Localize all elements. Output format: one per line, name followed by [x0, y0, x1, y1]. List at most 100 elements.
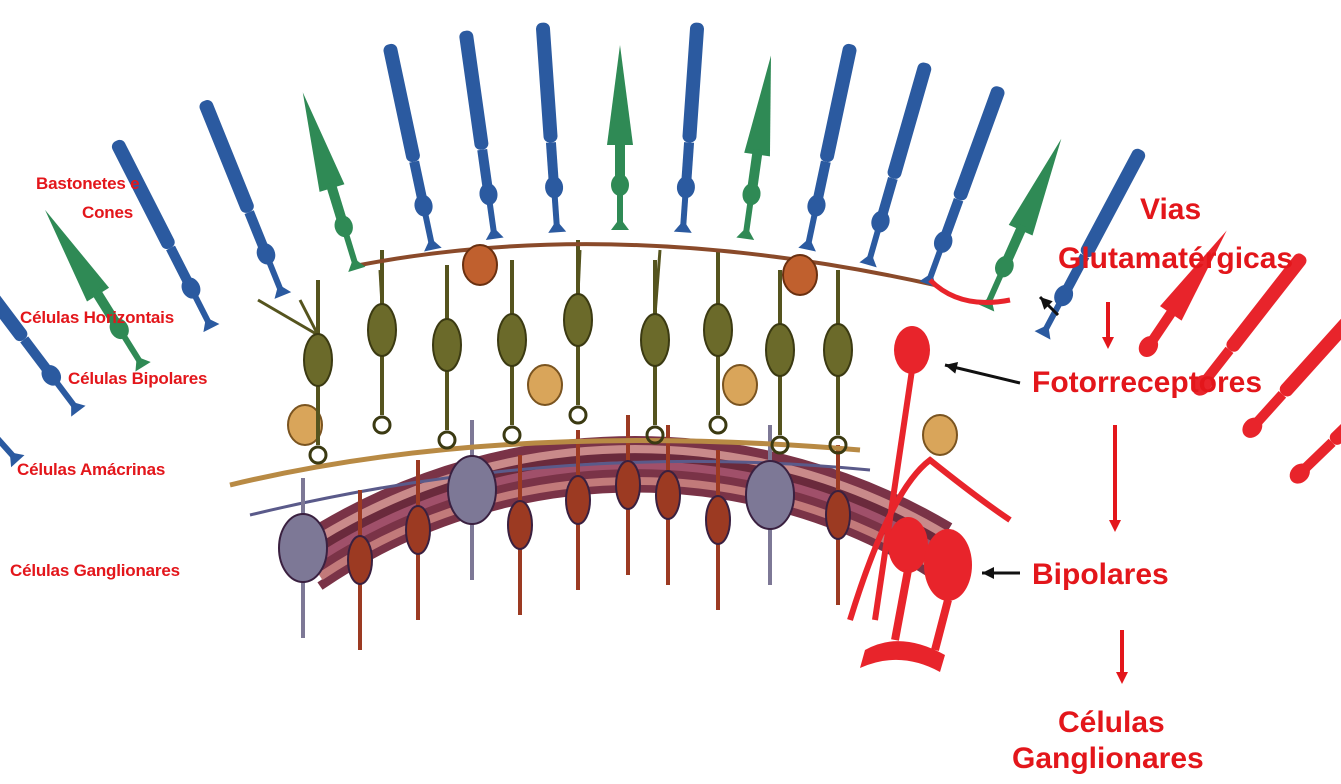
glutamatergic-pathway [850, 223, 1341, 672]
rod-cell [196, 97, 291, 298]
receptor-terminal [611, 218, 629, 230]
label-ganglion-cells: Células Ganglionares [10, 561, 180, 581]
receptor-nucleus [741, 182, 762, 206]
bipolar-cell-body [704, 304, 732, 356]
amacrine-cell-body [528, 365, 562, 405]
ganglion-cell-body [448, 456, 496, 524]
red-bipolar-upper [894, 326, 930, 374]
red-rod-outer [1277, 300, 1341, 399]
red-rod-outer [1327, 354, 1341, 447]
bipolar-cell-body [824, 324, 852, 376]
pointer-arrow-head [982, 567, 994, 579]
red-ganglion-small [888, 517, 928, 573]
cone-outer-segment [1009, 134, 1073, 236]
receptor-axon [344, 235, 358, 264]
receptor-axon [487, 204, 497, 233]
ganglion-cell-body [508, 501, 532, 549]
rod-outer-segment [198, 98, 256, 215]
amacrine-cell-body [723, 365, 757, 405]
rod-outer-segment [459, 30, 490, 151]
label-amacrine-cells: Células Amácrinas [17, 460, 165, 480]
rod-outer-segment [682, 22, 704, 143]
ganglion-cell-body [279, 514, 327, 582]
cone-cell [607, 45, 633, 230]
cone-cell [290, 89, 369, 274]
ganglion-cell-body [746, 461, 794, 529]
rod-outer-segment [382, 43, 421, 163]
receptor-terminal [547, 220, 566, 233]
rod-cell [534, 22, 567, 233]
red-ganglion-large [924, 529, 972, 601]
bipolar-terminal [310, 447, 326, 463]
receptor-axon [806, 215, 818, 244]
bipolar-terminal [439, 432, 455, 448]
bipolar-cell-body [498, 314, 526, 366]
cone-outer-segment [744, 54, 784, 157]
receptor-nucleus [676, 176, 695, 199]
receptor-nucleus [544, 176, 563, 199]
bipolar-terminal [710, 417, 726, 433]
horizontal-cell-body [783, 255, 817, 295]
receptor-nucleus [611, 174, 629, 196]
receptor-axon [423, 215, 435, 244]
label-vias: Vias [1140, 193, 1201, 227]
receptor-axon [743, 204, 753, 233]
red-ganglion-axon [895, 570, 908, 640]
receptor-nucleus [412, 193, 434, 218]
pointer-arrows [944, 293, 1128, 684]
rod-outer-segment [886, 61, 933, 180]
label-ganglion-line2: Ganglionares [1012, 742, 1204, 776]
label-bipolar-cells: Células Bipolares [68, 369, 207, 389]
horizontal-cell-body [463, 245, 497, 285]
flow-arrow-head [1102, 337, 1114, 349]
receptor-terminal [736, 226, 755, 240]
rod-cell [457, 30, 504, 240]
cone-outer-segment [290, 89, 344, 192]
red-ganglion-axon [935, 600, 948, 650]
ganglion-cell-body [706, 496, 730, 544]
bipolar-terminal [504, 427, 520, 443]
ganglion-cell-body [348, 536, 372, 584]
receptor-axon [867, 230, 880, 259]
receptor-nucleus [332, 213, 356, 239]
bipolar-terminal [570, 407, 586, 423]
ganglion-cell-body [826, 491, 850, 539]
label-glutamatergic: Glutamatérgicas [1058, 242, 1293, 276]
bipolar-terminal [374, 417, 390, 433]
rod-outer-segment [110, 138, 177, 251]
bipolar-cell-body [766, 324, 794, 376]
rod-outer-segment [819, 43, 858, 163]
cone-cell [974, 134, 1073, 314]
receptor-terminal [484, 226, 503, 240]
receptor-terminal [1035, 321, 1057, 340]
rod-cell [108, 137, 219, 332]
rod-cell [919, 84, 1008, 287]
bipolar-cell-body [304, 334, 332, 386]
rod-outer-segment [536, 22, 558, 143]
receptor-axon [680, 197, 688, 225]
ganglion-cell-body [406, 506, 430, 554]
label-photoreceptors: Fotorreceptores [1032, 366, 1262, 400]
ganglion-cell-body [656, 471, 680, 519]
rod-cell [380, 42, 441, 251]
ganglion-cell-body [566, 476, 590, 524]
bipolar-cell-body [368, 304, 396, 356]
receptor-terminal [674, 220, 693, 233]
flow-arrow-head [1109, 520, 1121, 532]
rod-cell [859, 61, 934, 268]
label-rods-cones-line1: Bastonetes e [36, 174, 139, 194]
rod-outer-segment [952, 85, 1006, 203]
label-bipolars: Bipolares [1032, 558, 1169, 592]
amacrine-cell-body [923, 415, 957, 455]
bipolar-cell-body [433, 319, 461, 371]
flow-arrow-head [1116, 672, 1128, 684]
receptor-nucleus [805, 193, 827, 218]
label-horizontal-cells: Células Horizontais [20, 308, 174, 328]
bipolar-cell-body [641, 314, 669, 366]
cone-outer-segment [607, 45, 633, 145]
label-rods-cones-line2: Cones [82, 203, 133, 223]
receptor-nucleus [478, 182, 499, 206]
rod-cell [674, 22, 707, 233]
bipolar-cell-body [564, 294, 592, 346]
rod-cell [798, 42, 859, 251]
